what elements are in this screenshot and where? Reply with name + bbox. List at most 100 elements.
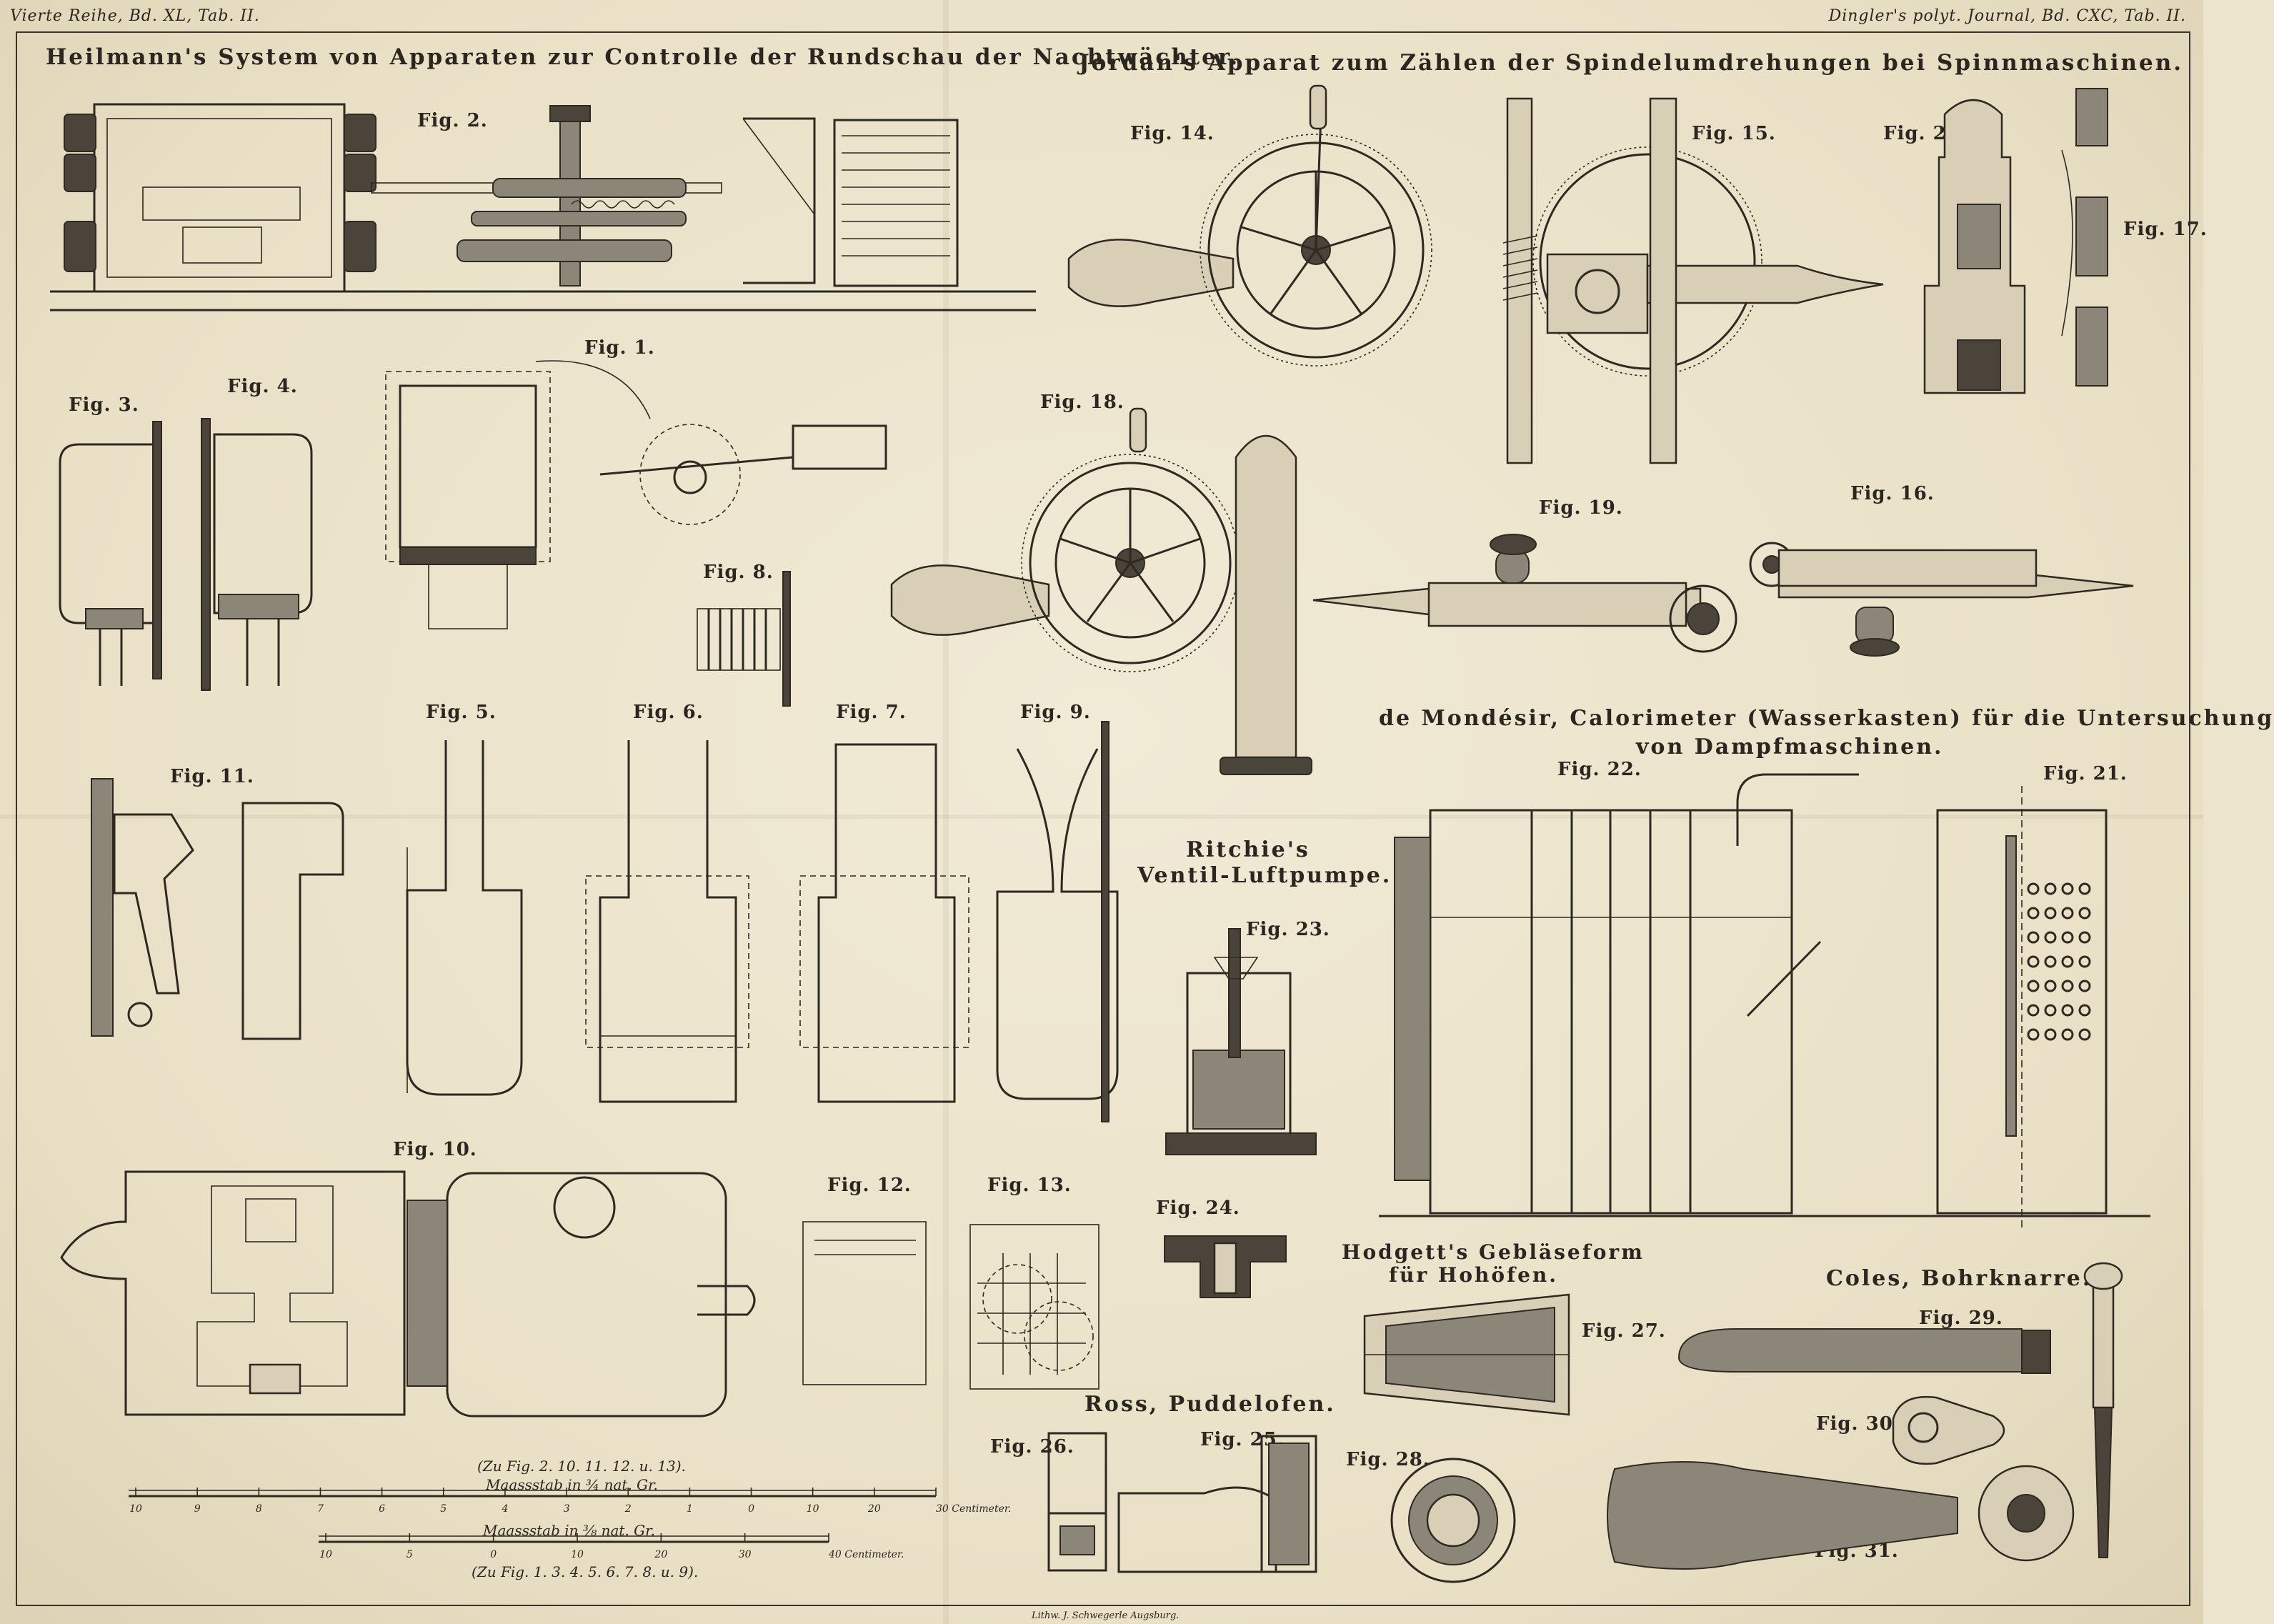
fig-label-30: Fig. 30.	[1816, 1413, 1900, 1435]
title-mondesir-line2: von Dampfmaschinen.	[1636, 734, 1944, 759]
perforation-hole	[2044, 931, 2057, 944]
scale-top-tick-label: 20	[867, 1503, 881, 1515]
perforation-hole	[2027, 1028, 2040, 1041]
perforation-hole	[2061, 931, 2074, 944]
perforation-hole	[2061, 955, 2074, 968]
fig-label-23: Fig. 23.	[1246, 919, 1330, 940]
scale-bottom-tick-label: 10	[571, 1549, 584, 1560]
title-hodgett-line2: für Hohöfen.	[1389, 1263, 1559, 1287]
perforation-hole	[2078, 955, 2091, 968]
perforation-hole	[2027, 980, 2040, 992]
fig-label-1: Fig. 1.	[584, 337, 655, 359]
fig-label-3: Fig. 3.	[69, 394, 139, 416]
fig-label-4: Fig. 4.	[227, 376, 298, 397]
fig17-drawing	[2061, 88, 2108, 387]
scale-top-tick-label: 8	[256, 1503, 262, 1515]
perforation-hole	[2078, 907, 2091, 920]
fig-label-24: Fig. 24.	[1156, 1197, 1240, 1219]
scale-top-tick-label: 6	[379, 1503, 385, 1515]
fig9-drawing	[996, 721, 1119, 1122]
scale-top-tick-label: 3	[564, 1503, 570, 1515]
perforation-hole	[2044, 1028, 2057, 1041]
fig5-drawing	[406, 740, 523, 1096]
fig-label-27: Fig. 27.	[1582, 1320, 1666, 1342]
title-heilmann: Heilmann's System von Apparaten zur Cont…	[46, 44, 1240, 70]
title-ritchie-line2: Ventil-Luftpumpe.	[1137, 863, 1392, 888]
fig-label-29: Fig. 29.	[1919, 1307, 2003, 1329]
fig15-drawing	[1502, 97, 1884, 464]
fig-label-26: Fig. 26.	[990, 1436, 1074, 1458]
fig14-drawing	[1067, 84, 1432, 367]
scale-top-tick-label: 5	[440, 1503, 447, 1515]
perforation-hole	[2044, 907, 2057, 920]
title-jordan: Jordan's Apparat zum Zählen der Spindelu…	[1079, 50, 2184, 76]
fig20-drawing	[1923, 99, 2026, 394]
fig30-drawing	[1892, 1395, 2005, 1465]
scale-top-tick-label: 30 Centimeter.	[936, 1503, 1011, 1515]
fig10-drawing	[60, 1170, 756, 1418]
plate-frame	[16, 31, 2190, 1606]
fig-label-8: Fig. 8.	[703, 562, 774, 583]
fig-label-13: Fig. 13.	[987, 1175, 1072, 1196]
fig7-drawing	[799, 743, 969, 1103]
perforation-hole	[2078, 931, 2091, 944]
perforation-hole	[2027, 1004, 2040, 1017]
fig23-drawing	[1165, 928, 1317, 1155]
fig-label-28: Fig. 28.	[1346, 1449, 1430, 1470]
fig3-drawing	[59, 421, 162, 686]
fig22-drawing	[1379, 773, 2150, 1217]
scale-bottom-tick-label: 40 Centimeter.	[828, 1549, 904, 1560]
fig31-drawing	[1607, 1461, 2075, 1570]
fig16-drawing	[1749, 542, 2134, 657]
perforation-hole	[2061, 907, 2074, 920]
perforation-hole	[2061, 980, 2074, 992]
fig29-drawing	[1677, 1262, 2123, 1558]
fig1-drawing	[385, 360, 887, 629]
fig-label-2: Fig. 2.	[417, 110, 488, 131]
title-ross: Ross, Puddelofen.	[1084, 1392, 1336, 1417]
perforation-hole	[2061, 1028, 2074, 1041]
perforation-hole	[2078, 882, 2091, 895]
perforation-hole	[2044, 882, 2057, 895]
fig8-drawing	[697, 571, 791, 707]
scale-top-tick-label: 9	[194, 1503, 201, 1515]
fig27-drawing	[1363, 1293, 1570, 1416]
perforation-hole	[2027, 882, 2040, 895]
fig-label-7: Fig. 7.	[836, 702, 907, 723]
perforation-hole	[2044, 955, 2057, 968]
fig2-drawing	[50, 103, 1036, 312]
perforation-hole	[2078, 980, 2091, 992]
scale-top-tick-label: 1	[687, 1503, 693, 1515]
scale-bottom-tick-label: 20	[654, 1549, 667, 1560]
fig-label-9: Fig. 9.	[1020, 702, 1091, 723]
fig4-drawing	[201, 418, 313, 691]
fig-label-15: Fig. 15.	[1692, 123, 1776, 144]
perforation-hole	[2061, 882, 2074, 895]
fig-label-12: Fig. 12.	[827, 1175, 912, 1196]
imprint: Lithw. J. Schwegerle Augsburg.	[1032, 1610, 1180, 1621]
fig-label-21: Fig. 21.	[2043, 763, 2128, 784]
fig-label-10: Fig. 10.	[393, 1139, 477, 1160]
fig-label-18: Fig. 18.	[1040, 392, 1124, 413]
fig-label-11: Fig. 11.	[170, 766, 254, 787]
title-mondesir-line1: de Mondésir, Calorimeter (Wasserkasten) …	[1379, 706, 2274, 731]
fig6-drawing	[585, 740, 749, 1103]
title-coles: Coles, Bohrknarre.	[1826, 1266, 2093, 1291]
perforation-hole	[2044, 1004, 2057, 1017]
header-right: Dingler's polyt. Journal, Bd. CXC, Tab. …	[1828, 7, 2186, 25]
scale-top-tick-label: 7	[317, 1503, 324, 1515]
scale-top-tick-label: 2	[624, 1503, 632, 1515]
perforation-hole	[2027, 931, 2040, 944]
fig-label-14: Fig. 14.	[1130, 123, 1215, 144]
scale-note-bottom: (Zu Fig. 1. 3. 4. 5. 6. 7. 8. u. 9).	[472, 1563, 699, 1580]
fig-label-6: Fig. 6.	[633, 702, 704, 723]
fig13-drawing	[969, 1224, 1099, 1390]
fig18-drawing	[890, 407, 1312, 775]
scale-top-tick-label: 10	[129, 1503, 142, 1515]
fig21-drawing	[1936, 786, 2108, 1229]
fig-label-19: Fig. 19.	[1539, 497, 1623, 519]
fig-label-22: Fig. 22.	[1557, 759, 1642, 780]
fig-label-16: Fig. 16.	[1850, 483, 1935, 504]
perforation-hole	[2078, 1028, 2091, 1041]
